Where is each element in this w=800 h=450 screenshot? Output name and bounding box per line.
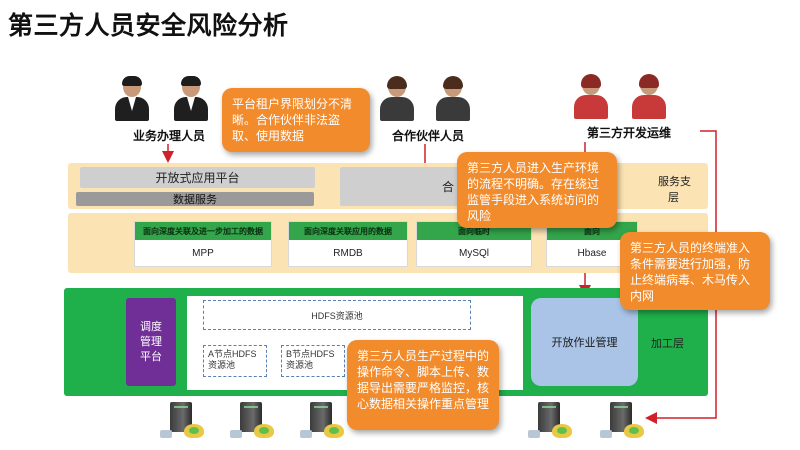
risk-callout-terminal-access: 第三方人员的终端准入条件需要进行加强，防止终端病毒、木马传入内网 xyxy=(620,232,770,310)
node-a-hdfs: A节点HDFS 资源池 xyxy=(203,345,267,377)
db-card-header: 面向深度关联及进一步加工的数据 xyxy=(135,222,271,240)
person-icon xyxy=(172,76,210,121)
server-icon xyxy=(600,402,644,438)
risk-callout-tenant-boundary: 平台租户界限划分不清晰。合作伙伴非法盗取、使用数据 xyxy=(222,88,370,152)
role-label-third-party: 第三方开发运维 xyxy=(587,126,672,140)
db-card-mpp: 面向深度关联及进一步加工的数据 MPP xyxy=(134,221,272,267)
scheduler-label: 调度 管理 平台 xyxy=(140,320,162,363)
db-card-mysql: 面向临时 MySQl xyxy=(416,221,532,267)
db-card-name: Hbase xyxy=(577,247,607,259)
db-card-name: MPP xyxy=(192,247,214,259)
server-icon xyxy=(160,402,204,438)
scheduler-platform: 调度 管理 平台 xyxy=(126,298,176,386)
risk-callout-access-process: 第三方人员进入生产环境的流程不明确。存在绕过监管手段进入系统访问的风险 xyxy=(457,152,617,228)
page-title: 第三方人员安全风险分析 xyxy=(8,12,289,40)
db-card-name: RMDB xyxy=(333,247,363,259)
hdfs-pool: HDFS资源池 xyxy=(203,300,471,330)
server-icon xyxy=(528,402,572,438)
person-icon xyxy=(434,76,472,121)
db-card-rmdb: 面向深度关联应用的数据 RMDB xyxy=(288,221,408,267)
role-label-partner: 合作伙伴人员 xyxy=(392,129,465,143)
data-service: 数据服务 xyxy=(76,192,314,206)
person-icon xyxy=(630,74,668,119)
person-icon xyxy=(113,76,151,121)
role-label-business: 业务办理人员 xyxy=(133,129,206,143)
server-icon xyxy=(300,402,344,438)
server-icon xyxy=(230,402,274,438)
open-job-management-label: 开放作业管理 xyxy=(551,337,618,349)
open-job-management: 开放作业管理 xyxy=(531,298,638,386)
node-b-hdfs: B节点HDFS 资源池 xyxy=(281,345,345,377)
service-support-label-2: 层 xyxy=(668,192,679,204)
processing-layer-label: 加工层 xyxy=(651,338,684,350)
risk-callout-operation-monitoring: 第三方人员生产过程中的操作命令、脚本上传、数据导出需要严格监控，核心数据相关操作… xyxy=(347,340,499,430)
db-card-header: 面向深度关联应用的数据 xyxy=(289,222,407,240)
open-app-platform: 开放式应用平台 xyxy=(80,167,315,188)
db-card-name: MySQl xyxy=(459,247,489,259)
service-support-label: 服务支 xyxy=(658,176,691,188)
person-icon xyxy=(572,74,610,119)
person-icon xyxy=(378,76,416,121)
